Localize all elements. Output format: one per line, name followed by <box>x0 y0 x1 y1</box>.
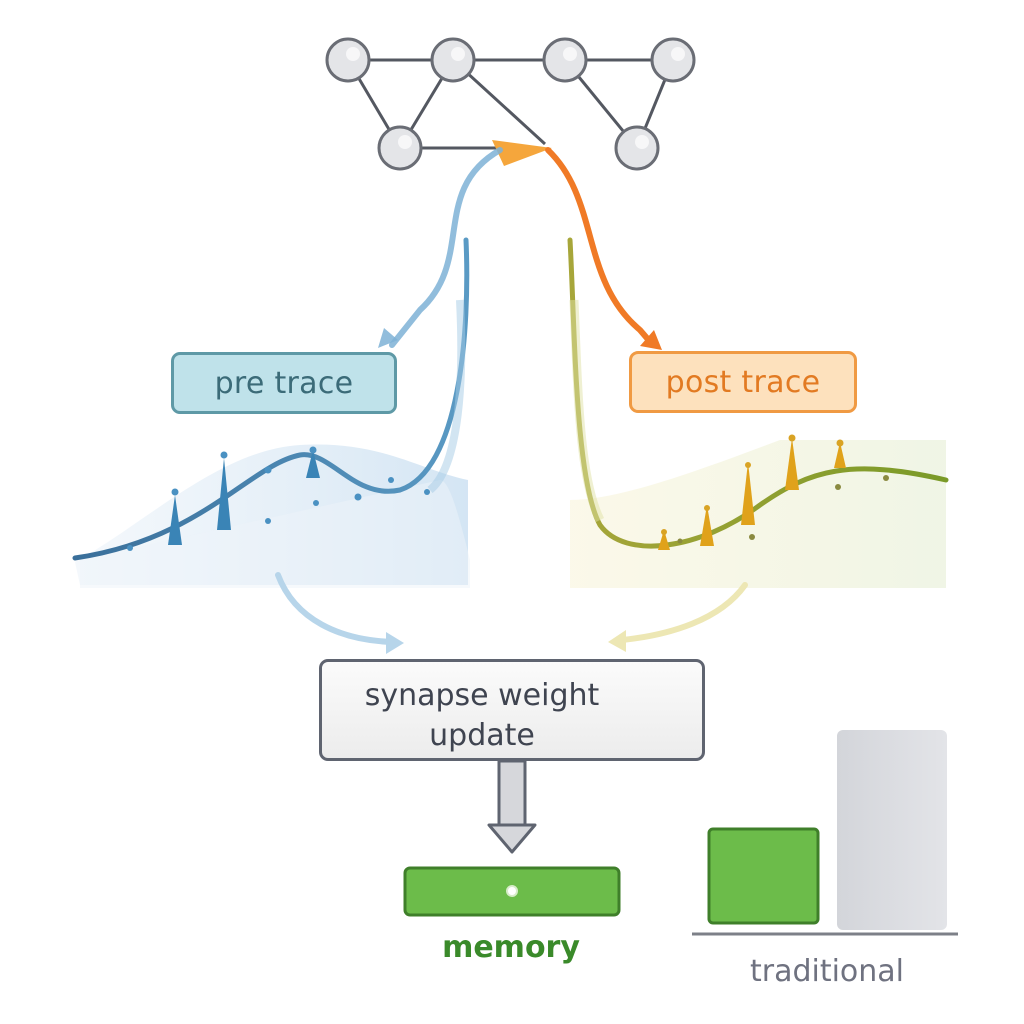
comparison-chart <box>692 730 958 936</box>
network-node <box>650 37 696 83</box>
synapse-arrowhead <box>492 140 552 166</box>
neural-network-icon <box>325 37 696 171</box>
network-node <box>325 37 371 83</box>
down-arrow <box>487 759 537 854</box>
pre-trace-label: pre trace <box>214 365 354 401</box>
network-node <box>377 125 423 171</box>
traditional-bar <box>837 730 947 930</box>
pre-trace-box: pre trace <box>171 352 397 414</box>
pre-dots <box>127 446 430 551</box>
spike <box>700 505 714 546</box>
network-nodes <box>325 37 696 171</box>
post-trace-waveform <box>567 237 949 588</box>
post-trace-arrow <box>545 147 655 347</box>
post-spikes <box>658 438 846 550</box>
pre-to-update-arrow <box>275 572 395 645</box>
spike <box>785 438 799 490</box>
pre-trace-waveform <box>72 237 470 588</box>
pre-trace-arrow <box>389 147 503 348</box>
network-node <box>542 37 588 83</box>
dot-icon <box>506 885 518 897</box>
synapse-weight-update-box: synapse weight update <box>319 659 705 761</box>
post-dots <box>661 434 844 535</box>
spike <box>168 495 182 545</box>
spike <box>741 462 755 525</box>
post-trace-label: post trace <box>665 364 821 400</box>
synapse-weight-update-label: synapse weight update <box>364 678 600 753</box>
spike <box>217 458 231 530</box>
spike <box>306 450 320 478</box>
network-node <box>430 37 476 83</box>
post-trace-arrowhead <box>640 330 662 350</box>
spike <box>834 442 846 468</box>
spike <box>658 530 670 550</box>
network-node <box>614 125 660 171</box>
post-to-update-arrow <box>619 582 748 643</box>
memory-label: memory <box>442 930 580 965</box>
traditional-label: traditional <box>749 954 905 989</box>
pre-spikes <box>168 450 320 545</box>
pre-trace-arrowhead <box>378 328 398 348</box>
post-trace-box: post trace <box>629 351 857 413</box>
memory-comparison-bar <box>707 827 820 925</box>
